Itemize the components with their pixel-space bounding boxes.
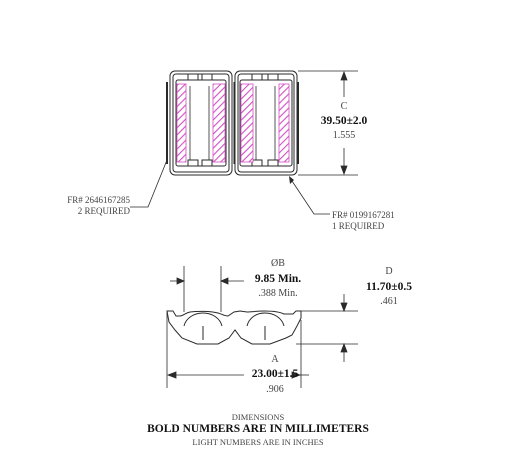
dim-c-inch: 1.555	[332, 130, 356, 141]
dim-d-inch: .461	[380, 296, 398, 307]
dim-a-label: A	[271, 354, 279, 365]
dim-c-label: C	[340, 101, 348, 112]
dim-a-mm: 23.00±1.5	[251, 368, 299, 380]
leader-right	[289, 177, 330, 215]
dimension-a-lines	[166, 312, 309, 388]
ferrite-left-2	[212, 83, 226, 163]
callout-left-part: FR# 2646167285	[67, 195, 130, 205]
dim-d-mm: 11.70±0.5	[366, 281, 412, 293]
side-view-body	[166, 310, 302, 345]
callout-right-qty: 1 REQUIRED	[332, 221, 385, 231]
top-view-left-core	[166, 70, 235, 176]
dim-d-label: D	[385, 266, 393, 277]
ferrite-right-1	[240, 83, 254, 163]
legend-title: DIMENSIONS	[231, 412, 285, 422]
ferrite-left-1	[176, 83, 187, 163]
callout-left-qty: 2 REQUIRED	[77, 206, 130, 216]
legend-light: LIGHT NUMBERS ARE IN INCHES	[192, 437, 324, 447]
dim-c-mm: 39.50±2.0	[320, 115, 368, 127]
dimension-b-lines	[170, 266, 244, 312]
dim-b-label: ØB	[271, 258, 285, 269]
leader-left	[130, 159, 168, 208]
ferrite-right-2	[278, 83, 290, 163]
top-view-right-core	[234, 70, 299, 176]
legend-bold: BOLD NUMBERS ARE IN MILLIMETERS	[147, 423, 369, 435]
dim-b-inch: .388 Min.	[258, 288, 298, 299]
dimension-c-lines	[298, 70, 358, 176]
dim-a-inch: .906	[266, 384, 284, 395]
dimension-d-lines	[296, 294, 358, 362]
dim-b-mm: 9.85 Min.	[254, 273, 302, 285]
callout-right-part: FR# 0199167281	[332, 210, 395, 220]
